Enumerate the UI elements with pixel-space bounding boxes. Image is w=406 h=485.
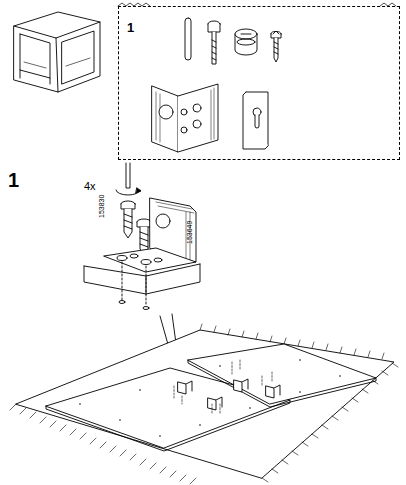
screwdriver [126,163,130,188]
wooden-dowel [185,18,191,60]
parts-bag: 1 [118,6,400,160]
board-edge [84,264,200,294]
screw [271,31,281,62]
part-number: 153649 [186,221,193,244]
detail-screw [121,201,135,238]
cabinet-overview [14,12,100,92]
cam-bolt [208,21,220,64]
rug-fringe [10,324,398,484]
wall-plate [243,92,268,149]
parts [152,18,281,152]
part-number: 153830 [98,195,105,218]
step-number: 1 [8,170,19,190]
side-panel [188,344,376,404]
bag-number: 1 [127,21,134,34]
corner-bracket [152,84,218,152]
hole-guide [122,262,146,306]
rug [16,330,394,478]
detail-bracket [104,198,196,272]
rug-scene [10,324,398,484]
quantity-label: 4x [84,181,96,192]
mini-bracket [178,379,280,410]
cam-lock [235,29,257,55]
